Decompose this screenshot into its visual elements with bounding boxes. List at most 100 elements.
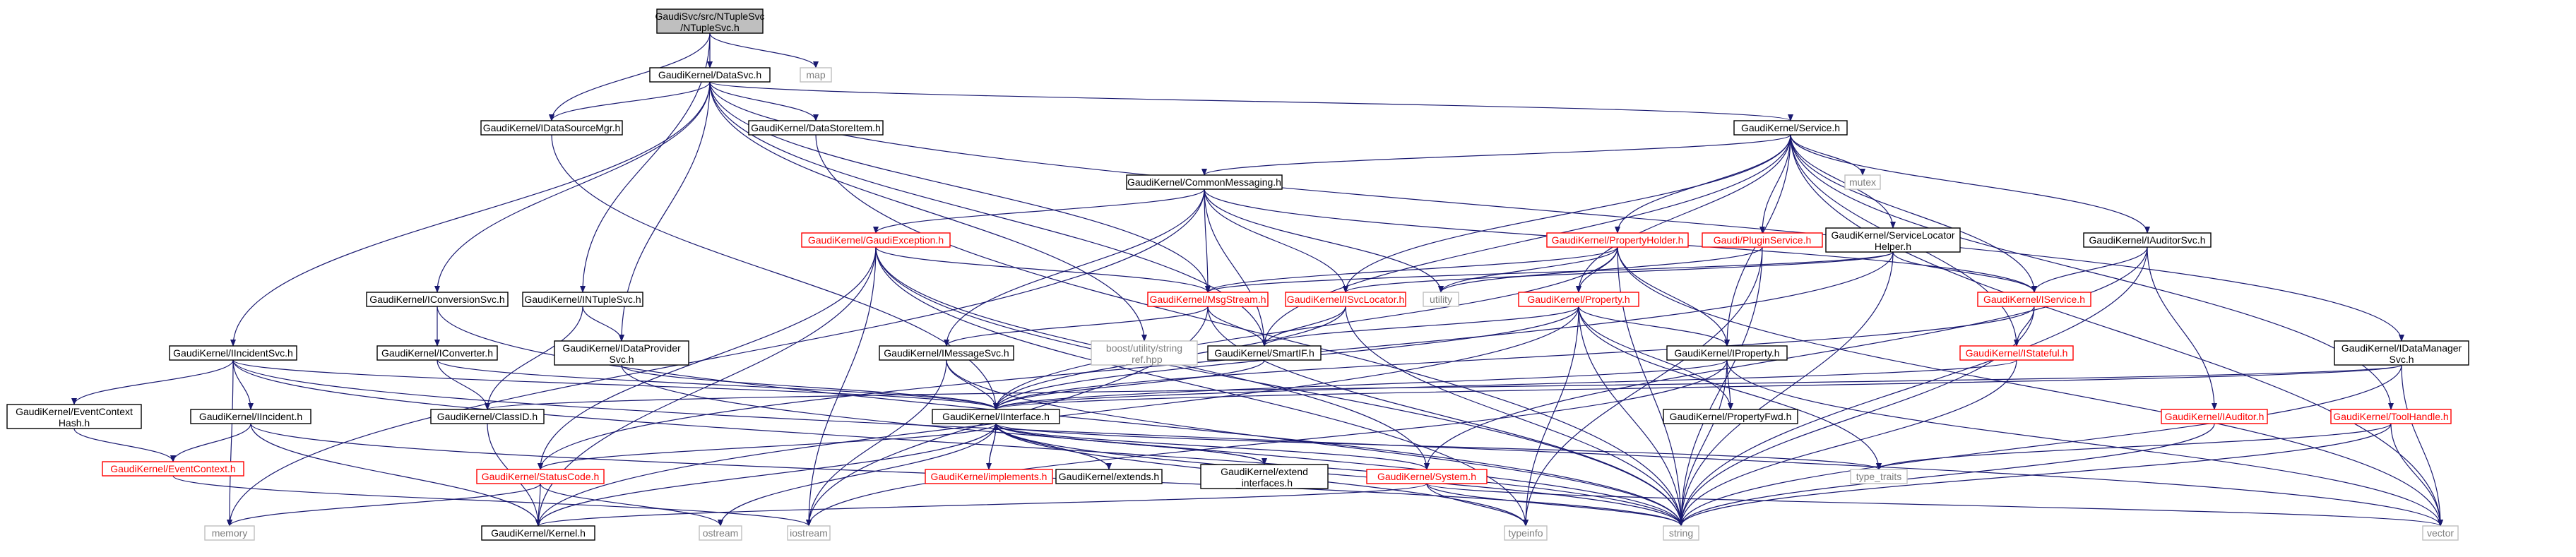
node-root[interactable]: GaudiSvc/src/NTupleSvc/NTupleSvc.h — [655, 8, 765, 34]
edge-Service-to-SmartIF — [1262, 134, 1791, 347]
node-Property[interactable]: GaudiKernel/Property.h — [1518, 292, 1639, 307]
node-box — [1702, 232, 1823, 248]
edge-IProperty-to-IInterface — [993, 359, 1728, 410]
node-DataSvc[interactable]: GaudiKernel/DataSvc.h — [649, 67, 771, 83]
node-IDataSourceMgr[interactable]: GaudiKernel/IDataSourceMgr.h — [480, 120, 623, 136]
edge-IIncident-to-Kernel — [250, 423, 541, 527]
edge-Service-to-IAuditorSvc — [1790, 134, 2150, 234]
node-IInterface[interactable]: GaudiKernel/IInterface.h — [932, 409, 1060, 424]
edge-GaudiException-to-string — [875, 246, 1684, 527]
node-label: GaudiKernel/ClassID.h — [437, 411, 538, 422]
node-label: GaudiKernel/System.h — [1377, 471, 1476, 482]
node-Service[interactable]: GaudiKernel/Service.h — [1733, 120, 1848, 136]
edge-Property-to-SmartIF — [1262, 306, 1579, 347]
node-label: GaudiKernel/IMessageSvc.h — [884, 347, 1009, 359]
edge-CommonMessaging-to-utility — [1204, 188, 1444, 293]
node-INTupleSvc[interactable]: GaudiKernel/INTupleSvc.h — [522, 292, 643, 307]
edge-CommonMessaging-to-MsgStream — [1204, 188, 1211, 293]
node-StatusCode[interactable]: GaudiKernel/StatusCode.h — [476, 469, 605, 484]
node-CommonMessaging[interactable]: GaudiKernel/CommonMessaging.h — [1126, 174, 1283, 190]
edge-Service-to-IService — [1790, 134, 2037, 293]
node-label: /NTupleSvc.h — [680, 22, 740, 33]
node-box — [102, 461, 244, 477]
node-PluginService[interactable]: Gaudi/PluginService.h — [1702, 232, 1823, 248]
node-label: GaudiKernel/IStateful.h — [1966, 347, 2068, 359]
node-extends[interactable]: GaudiKernel/extends.h — [1055, 469, 1163, 484]
edge-ServiceLocatorHelper-to-StatusCode — [538, 251, 1894, 470]
edge-extends-to-IInterface — [993, 423, 1110, 470]
edge-IDataSourceMgr-to-IInterface — [551, 134, 999, 410]
node-label: ostream — [703, 527, 739, 539]
node-label: Gaudi/PluginService.h — [1714, 234, 1812, 246]
node-IIncidentSvc[interactable]: GaudiKernel/IIncidentSvc.h — [169, 345, 297, 361]
dependency-edges — [71, 32, 2443, 527]
node-label: GaudiKernel/IDataProvider — [562, 342, 681, 354]
node-ToolHandle[interactable]: GaudiKernel/ToolHandle.h — [2330, 409, 2452, 424]
edge-ServiceLocatorHelper-to-string — [1678, 251, 1894, 527]
edge-IAuditor-to-string — [1678, 423, 2215, 527]
node-DataStoreItem[interactable]: GaudiKernel/DataStoreItem.h — [748, 120, 884, 136]
node-IMessageSvc[interactable]: GaudiKernel/IMessageSvc.h — [879, 345, 1014, 361]
node-ISvcLocator[interactable]: GaudiKernel/ISvcLocator.h — [1285, 292, 1406, 307]
edge-System-to-string — [1426, 483, 1684, 527]
edge-root-to-map — [709, 32, 819, 68]
node-type_traits: type_traits — [1850, 469, 1908, 484]
node-box — [2083, 232, 2212, 248]
node-extend_interfaces[interactable]: GaudiKernel/extend_interfaces.h — [1200, 464, 1329, 489]
node-PropertyFwd[interactable]: GaudiKernel/PropertyFwd.h — [1663, 409, 1798, 424]
node-box — [1977, 292, 2091, 307]
edge-StatusCode-to-ostream — [540, 483, 723, 527]
node-label: GaudiKernel/PropertyFwd.h — [1670, 411, 1792, 422]
edge-System-to-typeinfo — [1426, 483, 1529, 527]
node-MsgStream[interactable]: GaudiKernel/MsgStream.h — [1147, 292, 1269, 307]
node-System[interactable]: GaudiKernel/System.h — [1366, 469, 1488, 484]
node-PropertyHolder[interactable]: GaudiKernel/PropertyHolder.h — [1546, 232, 1689, 248]
node-IProperty[interactable]: GaudiKernel/IProperty.h — [1666, 345, 1788, 361]
node-map: map — [800, 67, 832, 83]
node-label: GaudiKernel/SmartIF.h — [1214, 347, 1314, 359]
node-IConversionSvc[interactable]: GaudiKernel/IConversionSvc.h — [366, 292, 509, 307]
node-box — [1663, 409, 1798, 424]
node-box — [554, 340, 689, 366]
edge-IIncidentSvc-to-EventContextHash — [71, 359, 234, 405]
node-IService[interactable]: GaudiKernel/IService.h — [1977, 292, 2091, 307]
edge-Service-to-ISvcLocator — [1343, 134, 1791, 293]
node-ostream: ostream — [699, 525, 742, 541]
node-box — [1366, 469, 1488, 484]
node-SmartIF[interactable]: GaudiKernel/SmartIF.h — [1207, 345, 1322, 361]
edge-PropertyHolder-to-vector — [1617, 246, 2443, 527]
node-box — [1147, 292, 1269, 307]
node-box — [748, 120, 884, 136]
node-label: GaudiKernel/INTupleSvc.h — [524, 294, 641, 305]
node-EventContext[interactable]: GaudiKernel/EventContext.h — [102, 461, 244, 477]
node-box — [6, 404, 142, 429]
node-implements[interactable]: GaudiKernel/implements.h — [925, 469, 1053, 484]
node-IStateful[interactable]: GaudiKernel/IStateful.h — [1959, 345, 2074, 361]
edge-INTupleSvc-to-IDataProviderSvc — [582, 306, 624, 342]
edge-ToolHandle-to-type_traits — [1876, 423, 2392, 470]
node-IAuditorSvc[interactable]: GaudiKernel/IAuditorSvc.h — [2083, 232, 2212, 248]
node-IConverter[interactable]: GaudiKernel/IConverter.h — [376, 345, 498, 361]
node-IIncident[interactable]: GaudiKernel/IIncident.h — [190, 409, 311, 424]
node-label: GaudiKernel/IAuditor.h — [2165, 411, 2265, 422]
node-label: GaudiKernel/EventContext.h — [110, 463, 235, 474]
node-label: vector — [2427, 527, 2454, 539]
node-IAuditor[interactable]: GaudiKernel/IAuditor.h — [2161, 409, 2268, 424]
edge-Property-to-PropertyFwd — [1578, 306, 1733, 410]
node-ClassID[interactable]: GaudiKernel/ClassID.h — [430, 409, 545, 424]
node-box — [656, 8, 764, 34]
node-label: GaudiKernel/Property.h — [1527, 294, 1630, 305]
node-box — [522, 292, 643, 307]
node-Kernel[interactable]: GaudiKernel/Kernel.h — [481, 525, 595, 541]
edge-root-to-IDataSourceMgr — [549, 32, 711, 121]
node-label: GaudiKernel/IService.h — [1983, 294, 2085, 305]
edge-IStateful-to-string — [1678, 359, 2017, 527]
edge-IProperty-to-vector — [1726, 359, 2443, 527]
node-box — [204, 525, 255, 541]
node-label: boost/utility/string — [1106, 342, 1182, 354]
node-GaudiException[interactable]: GaudiKernel/GaudiException.h — [801, 232, 951, 248]
